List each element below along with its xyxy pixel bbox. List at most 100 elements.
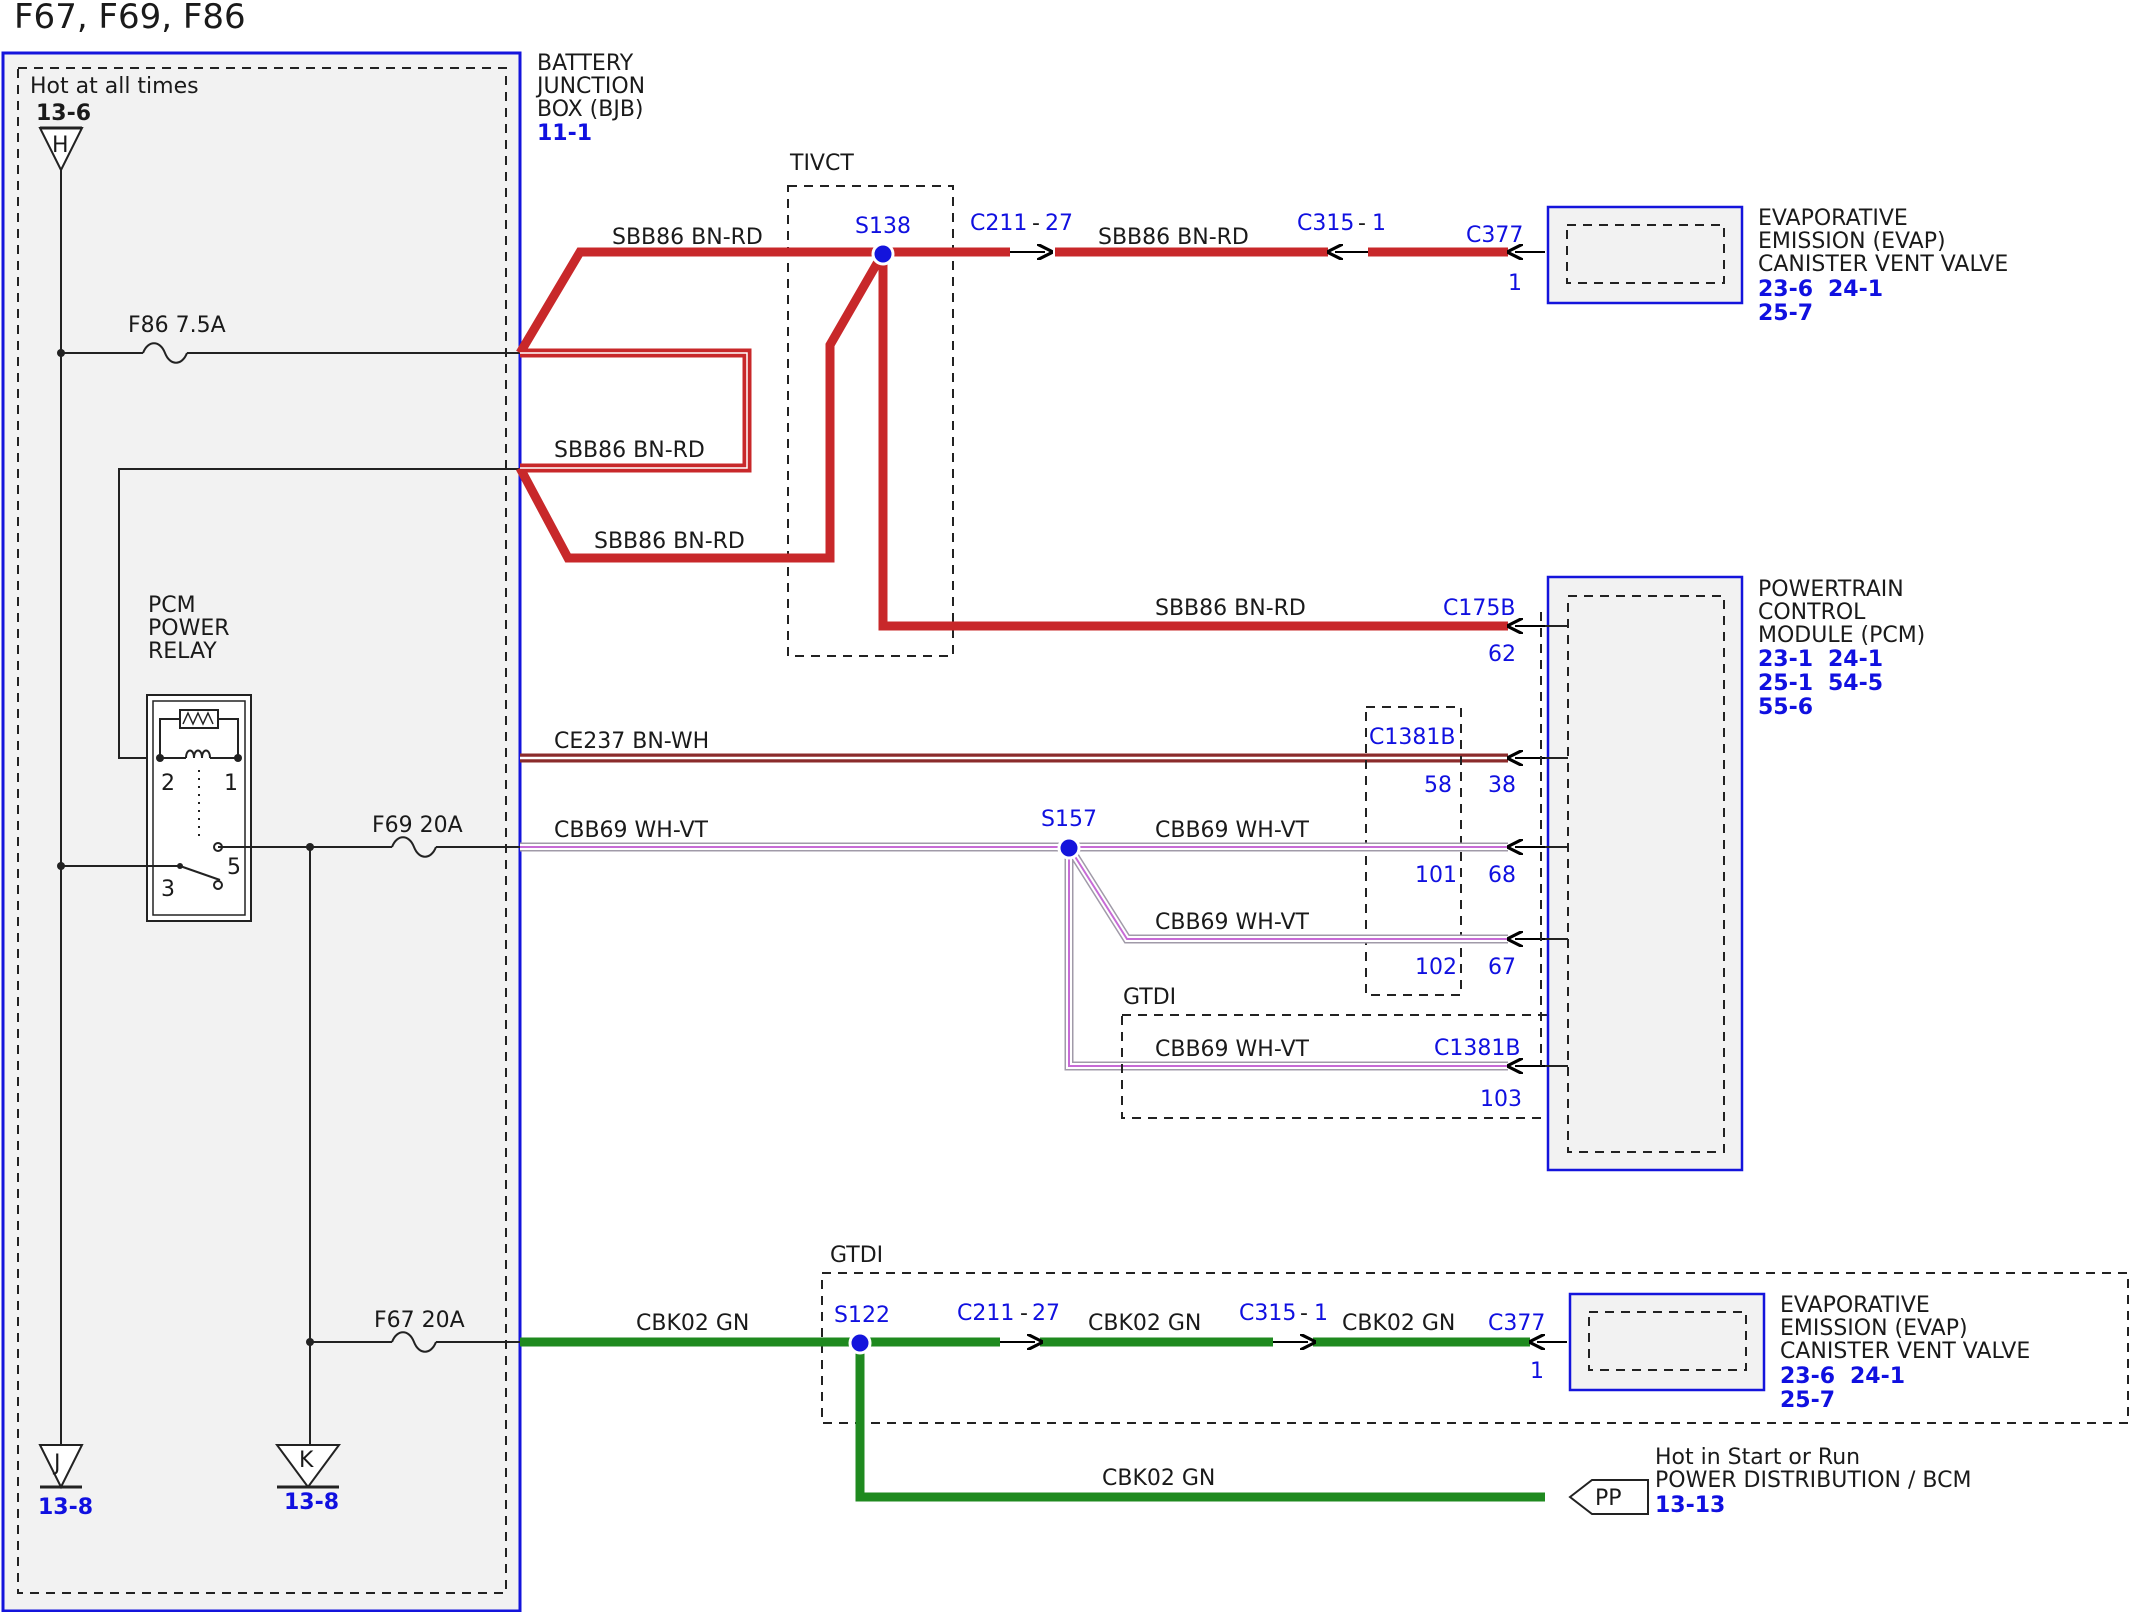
bjb-name-line3: BOX (BJB) (537, 97, 644, 122)
connector-c1381b-102: 102 (1415, 955, 1457, 980)
fuse-f69-label: F69 20A (372, 813, 463, 838)
relay-pin-3: 3 (161, 877, 175, 902)
evap-bottom-name-line3: CANISTER VENT VALVE (1780, 1339, 2030, 1364)
terminal-j-symbol (38, 1444, 84, 1490)
pcm-name-line1: POWERTRAIN (1758, 577, 1904, 602)
wire-sbb86-right-label: SBB86 BN-RD (1098, 225, 1249, 250)
connector-c315-bot-label: C315 (1239, 1301, 1296, 1326)
evap-canister-vent-valve-top: EVAPORATIVE EMISSION (EVAP) CANISTER VEN… (1546, 205, 2008, 326)
bjb-inner-dashed (17, 67, 507, 1594)
evap-bottom-ref3: 25-7 (1780, 1388, 1835, 1413)
wire-cbk02-mid-label: CBK02 GN (1088, 1311, 1201, 1336)
connector-c1381b-101: 101 (1415, 863, 1457, 888)
pcm-ref4: 54-5 (1828, 671, 1883, 696)
splice-s157-label: S157 (1041, 807, 1097, 832)
wire-sbb86-pcm-label: SBB86 BN-RD (1155, 596, 1306, 621)
evap-bottom-name-line2: EMISSION (EVAP) (1780, 1316, 1968, 1341)
relay-pin-1: 1 (224, 771, 238, 796)
relay-pin-2: 2 (161, 771, 175, 796)
evap-bottom-ref1: 23-6 (1780, 1364, 1835, 1389)
connector-c1381b-67: 67 (1488, 955, 1516, 980)
splice-s122-label: S122 (834, 1303, 890, 1328)
terminal-k-label: K (299, 1448, 314, 1473)
evap-bottom-ref2: 24-1 (1850, 1364, 1905, 1389)
bjb-name-line2: JUNCTION (535, 74, 645, 99)
wire-cbb69-103-label: CBB69 WH-VT (1155, 1037, 1310, 1062)
fuse-f67-label: F67 20A (374, 1308, 465, 1333)
fuse-f69-icon (391, 836, 437, 858)
splice-s138-label: S138 (855, 214, 911, 239)
connector-c377-bot-label: C377 (1488, 1311, 1545, 1336)
connector-c211-top-pin: 27 (1045, 211, 1073, 236)
connector-c377-top-pin: 1 (1508, 271, 1522, 296)
diagram-title: F67, F69, F86 (14, 0, 246, 37)
relay-coil-wire (118, 468, 523, 759)
connector-c315-top-label: C315 (1297, 211, 1354, 236)
terminal-j-label: J (52, 1451, 61, 1476)
gtdi-bottom-label: GTDI (830, 1243, 883, 1268)
terminal-j-ref: 13-8 (38, 1495, 93, 1520)
cbk02-harness (520, 1337, 1545, 1502)
pp-label: PP (1595, 1486, 1622, 1511)
hot-ref: 13-6 (36, 101, 91, 126)
connector-c211-bot-label: C211 (957, 1301, 1014, 1326)
terminal-k-symbol (275, 1444, 341, 1489)
evap-top-ref2: 24-1 (1828, 277, 1883, 302)
svg-text:-: - (1300, 1301, 1308, 1326)
fuse-f86-icon (142, 342, 188, 364)
bjb-name-line1: BATTERY (537, 51, 634, 76)
pcm-ref3: 25-1 (1758, 671, 1813, 696)
fuse-f86-label: F86 7.5A (128, 313, 226, 338)
svg-text:-: - (1032, 211, 1040, 236)
connector-c175b-pin: 62 (1488, 642, 1516, 667)
evap-top-name-line3: CANISTER VENT VALVE (1758, 252, 2008, 277)
connector-c1381b-58: 58 (1424, 773, 1452, 798)
wire-cbb69-left-label: CBB69 WH-VT (554, 818, 709, 843)
connector-c377-top-label: C377 (1466, 223, 1523, 248)
powertrain-control-module: POWERTRAIN CONTROL MODULE (PCM) 23-1 24-… (1540, 575, 1925, 1172)
pp-power-distribution-connector: PP Hot in Start or Run POWER DISTRIBUTIO… (1568, 1445, 1971, 1518)
hot-at-all-times-label: Hot at all times (30, 74, 199, 99)
relay-coil-icon (185, 749, 211, 759)
bjb-ref: 11-1 (537, 121, 592, 146)
connector-c211-top-label: C211 (970, 211, 1027, 236)
evap-top-name-line1: EVAPORATIVE (1758, 206, 1908, 231)
connector-c1381b-103: 103 (1480, 1087, 1522, 1112)
wire-sbb86-loop-label: SBB86 BN-RD (554, 438, 705, 463)
connector-c1381b-label: C1381B (1369, 725, 1455, 750)
connector-c377-bot-pin: 1 (1530, 1359, 1544, 1384)
relay-switch-icon (179, 865, 221, 881)
sbb86-harness-inner (520, 352, 748, 469)
connector-c1381b-68: 68 (1488, 863, 1516, 888)
wire-ce237-label: CE237 BN-WH (554, 729, 709, 754)
bjb-outline (1, 51, 522, 1612)
wire-cbk02-low-label: CBK02 GN (1102, 1466, 1215, 1491)
terminal-h-label: H (52, 133, 69, 158)
connector-c315-bot-pin: 1 (1314, 1301, 1328, 1326)
relay-name-line2: POWER (148, 616, 230, 641)
evap-top-name-line2: EMISSION (EVAP) (1758, 229, 1946, 254)
svg-text:-: - (1020, 1301, 1028, 1326)
gtdi-bottom-option-box (821, 1272, 2129, 1424)
splice-s122 (848, 1331, 872, 1355)
connector-c211-bot-pin: 27 (1032, 1301, 1060, 1326)
terminal-k-ref: 13-8 (284, 1490, 339, 1515)
connector-c1381b-gtdi-label: C1381B (1434, 1036, 1520, 1061)
pcm-name-line3: MODULE (PCM) (1758, 623, 1925, 648)
pcm-ref5: 55-6 (1758, 695, 1813, 720)
relay-pin-5: 5 (227, 855, 241, 880)
splice-s138 (871, 242, 895, 266)
splice-s157 (1057, 836, 1081, 860)
pp-line1: Hot in Start or Run (1655, 1445, 1860, 1470)
evap-top-ref3: 25-7 (1758, 301, 1813, 326)
fuse-f67-icon (391, 1331, 437, 1353)
relay-name-line1: PCM (148, 593, 196, 618)
connector-c1381b-38: 38 (1488, 773, 1516, 798)
wire-sbb86-low-label: SBB86 BN-RD (594, 529, 745, 554)
relay-name-line3: RELAY (148, 639, 217, 664)
gtdi-pcm-label: GTDI (1123, 985, 1176, 1010)
pp-ref: 13-13 (1655, 1493, 1725, 1518)
pcm-name-line2: CONTROL (1758, 600, 1866, 625)
pp-line2: POWER DISTRIBUTION / BCM (1655, 1468, 1971, 1493)
